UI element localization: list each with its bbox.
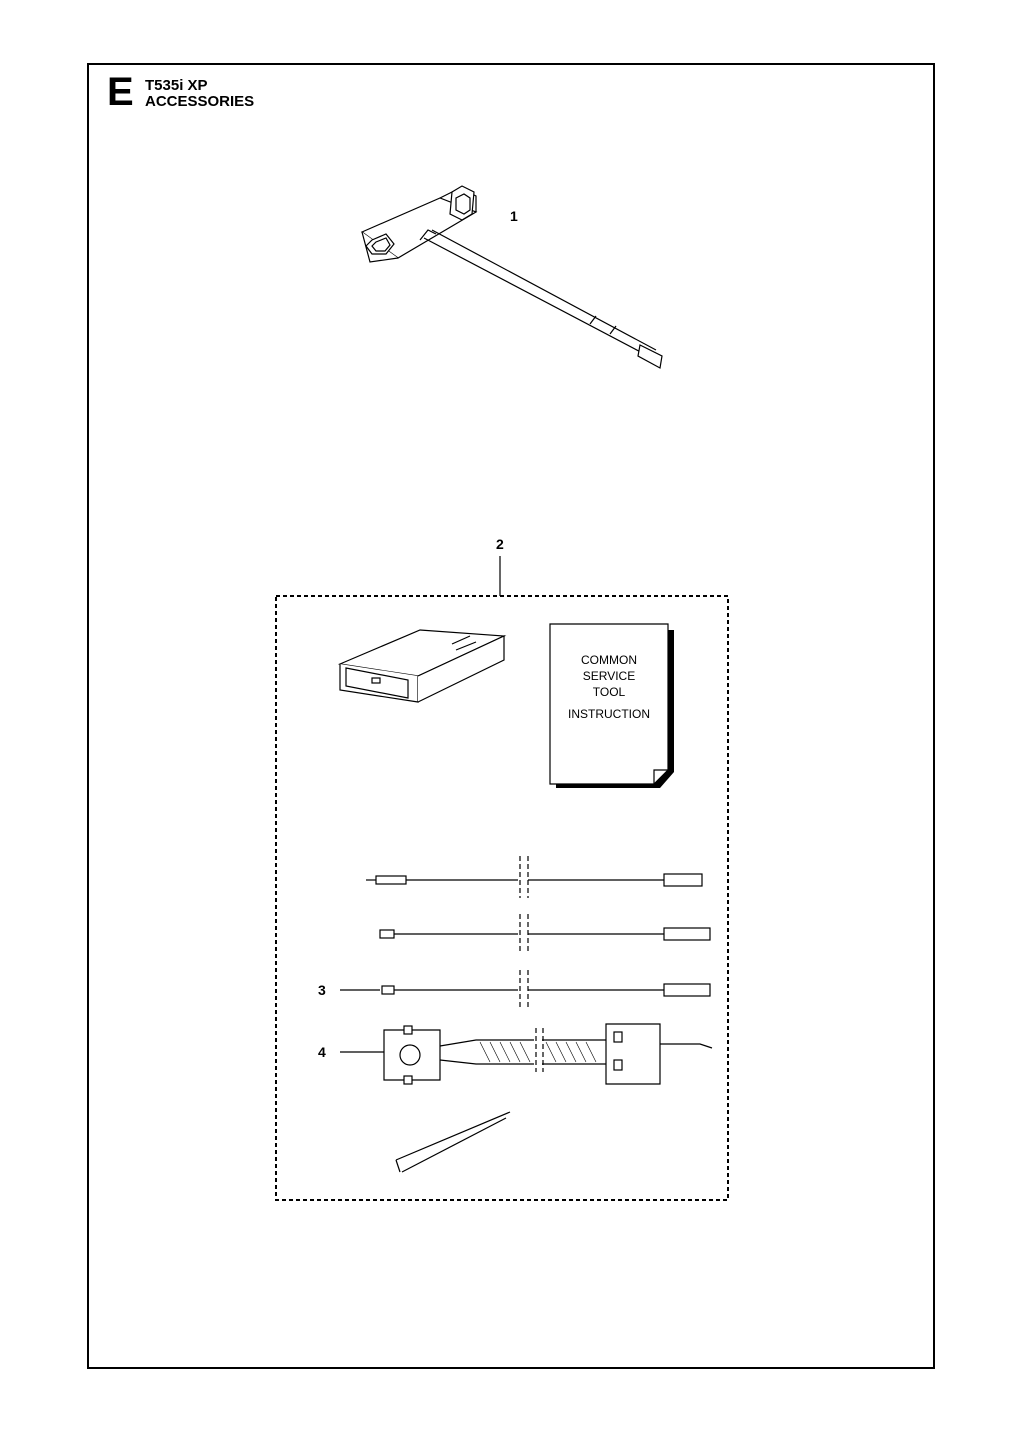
booklet-line-2: SERVICE [582, 669, 636, 683]
section-letter: E [107, 70, 134, 114]
callout-3: 3 [318, 982, 326, 998]
wiring-harness-illustration [340, 1023, 713, 1085]
kit-boundary [275, 595, 729, 1201]
section-title: ACCESSORIES [145, 93, 255, 110]
cable-c-illustration [340, 970, 711, 1010]
booklet-line-3: TOOL [592, 685, 626, 699]
model-name: T535i XP [145, 77, 208, 94]
callout-2: 2 [496, 536, 504, 552]
service-tool-box-illustration [337, 629, 507, 703]
booklet-line-1: COMMON [581, 653, 637, 667]
booklet-line-4: INSTRUCTION [568, 707, 650, 721]
callout-4: 4 [318, 1044, 326, 1060]
cable-a-illustration [366, 856, 703, 898]
combination-wrench-illustration [360, 185, 663, 369]
harness-braid [479, 1041, 597, 1063]
tweezers-illustration [395, 1111, 511, 1173]
cable-b-illustration [379, 914, 711, 954]
callout-1: 1 [510, 208, 518, 224]
instruction-booklet-illustration [549, 623, 674, 788]
page-border [87, 63, 935, 1369]
